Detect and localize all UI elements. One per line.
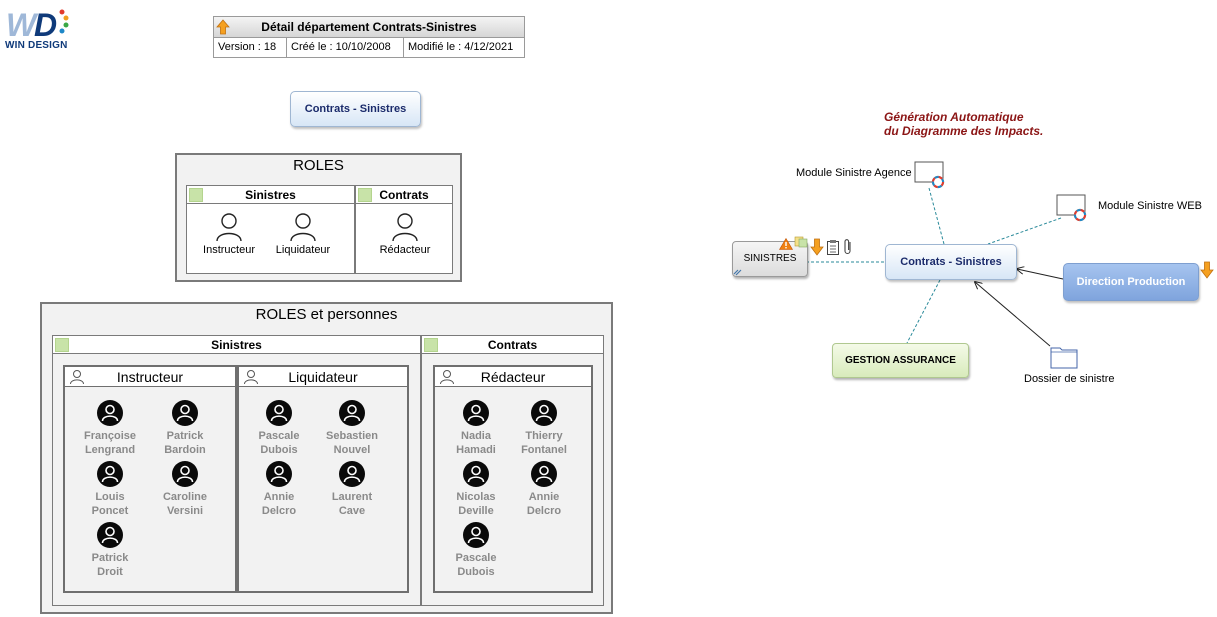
user-outline-icon — [244, 370, 258, 385]
user-icon — [216, 213, 242, 242]
created-cell: Créé le : 10/10/2008 — [287, 38, 404, 57]
folder-icon[interactable] — [1049, 344, 1079, 370]
person-avatar-icon — [172, 461, 198, 487]
roles-persons-title: ROLES et personnes — [255, 306, 398, 323]
svg-text:W: W — [6, 7, 39, 43]
arrow-direction — [1017, 269, 1064, 280]
roles-panel: ROLES Sinistres Instructeur Liquidateur … — [175, 153, 462, 282]
user-outline-icon — [440, 370, 454, 385]
person-avatar-icon — [266, 400, 292, 426]
person-avatar-icon — [531, 400, 557, 426]
dossier-label: Dossier de sinistre — [1024, 373, 1115, 385]
person-avatar-icon — [463, 522, 489, 548]
down-arrow-icon[interactable] — [810, 238, 824, 256]
person-avatar-icon — [266, 461, 292, 487]
roles-persons-panel: ROLES et personnes Sinistres Instructeur — [40, 302, 613, 614]
modified-cell: Modifié le : 4/12/2021 — [408, 41, 514, 53]
roles-group-contrats: Contrats Rédacteur — [355, 185, 453, 274]
person-avatar-icon — [97, 461, 123, 487]
module-web-icon[interactable] — [1055, 193, 1091, 223]
group-header: Sinistres — [187, 186, 354, 204]
warning-icon[interactable] — [779, 238, 793, 250]
link-chain-icon — [733, 269, 742, 276]
role-liquidateur[interactable]: Liquidateur — [263, 212, 343, 256]
group-header: Contrats — [422, 336, 603, 354]
person-avatar-icon — [463, 400, 489, 426]
group-header: Sinistres — [53, 336, 420, 354]
group-icon — [189, 188, 203, 202]
note-icon — [794, 236, 808, 248]
down-arrow-icon[interactable] — [1200, 261, 1214, 279]
role-header: Liquidateur — [239, 367, 407, 387]
version-cell: Version : 18 — [214, 38, 287, 57]
gestion-assurance-box[interactable]: GESTION ASSURANCE — [832, 343, 969, 378]
arrow-dossier — [975, 282, 1051, 347]
person-avatar-icon — [339, 461, 365, 487]
link-module-agence — [928, 187, 945, 245]
paperclip-icon[interactable] — [842, 238, 854, 255]
person-avatar-icon — [172, 400, 198, 426]
department-info-table: Détail département Contrats-Sinistres Ve… — [213, 16, 525, 58]
department-box[interactable]: Contrats - Sinistres — [290, 91, 421, 127]
user-icon — [290, 213, 316, 242]
role-header: Rédacteur — [435, 367, 591, 387]
module-web-label: Module Sinistre WEB — [1098, 200, 1202, 212]
person-avatar-icon — [531, 461, 557, 487]
role-instructeur[interactable]: Instructeur — [189, 212, 269, 256]
windesign-logo: W D — [4, 4, 70, 60]
windesign-logo-icon: W D — [6, 7, 69, 43]
impact-diagram-title: Génération Automatique du Diagramme des … — [884, 110, 1044, 138]
user-icon — [392, 213, 418, 242]
person-avatar-icon — [97, 522, 123, 548]
role-header: Instructeur — [65, 367, 235, 387]
role-redacteur[interactable]: Rédacteur — [365, 212, 445, 256]
up-arrow-icon[interactable] — [216, 19, 230, 35]
department-title: Détail département Contrats-Sinistres — [214, 17, 524, 38]
center-department-box[interactable]: Contrats - Sinistres — [885, 244, 1017, 280]
svg-text:D: D — [34, 7, 57, 43]
group-icon — [55, 338, 69, 352]
group-header: Contrats — [356, 186, 452, 204]
link-module-web — [987, 217, 1062, 245]
module-agence-icon[interactable] — [913, 160, 949, 190]
module-agence-label: Module Sinistre Agence — [796, 167, 912, 179]
sinistres-box[interactable]: SINISTRES — [732, 241, 808, 277]
group-icon — [424, 338, 438, 352]
link-gestion — [906, 279, 941, 344]
roles-title: ROLES — [293, 157, 344, 174]
user-outline-icon — [70, 370, 84, 385]
roles-group-sinistres: Sinistres Instructeur Liquidateur — [186, 185, 355, 274]
person-avatar-icon — [97, 400, 123, 426]
direction-production-box[interactable]: Direction Production — [1063, 263, 1199, 301]
clipboard-icon[interactable] — [826, 239, 840, 255]
group-icon — [358, 188, 372, 202]
person-avatar-icon — [339, 400, 365, 426]
logo-text: WIN DESIGN — [5, 40, 68, 51]
person-avatar-icon — [463, 461, 489, 487]
